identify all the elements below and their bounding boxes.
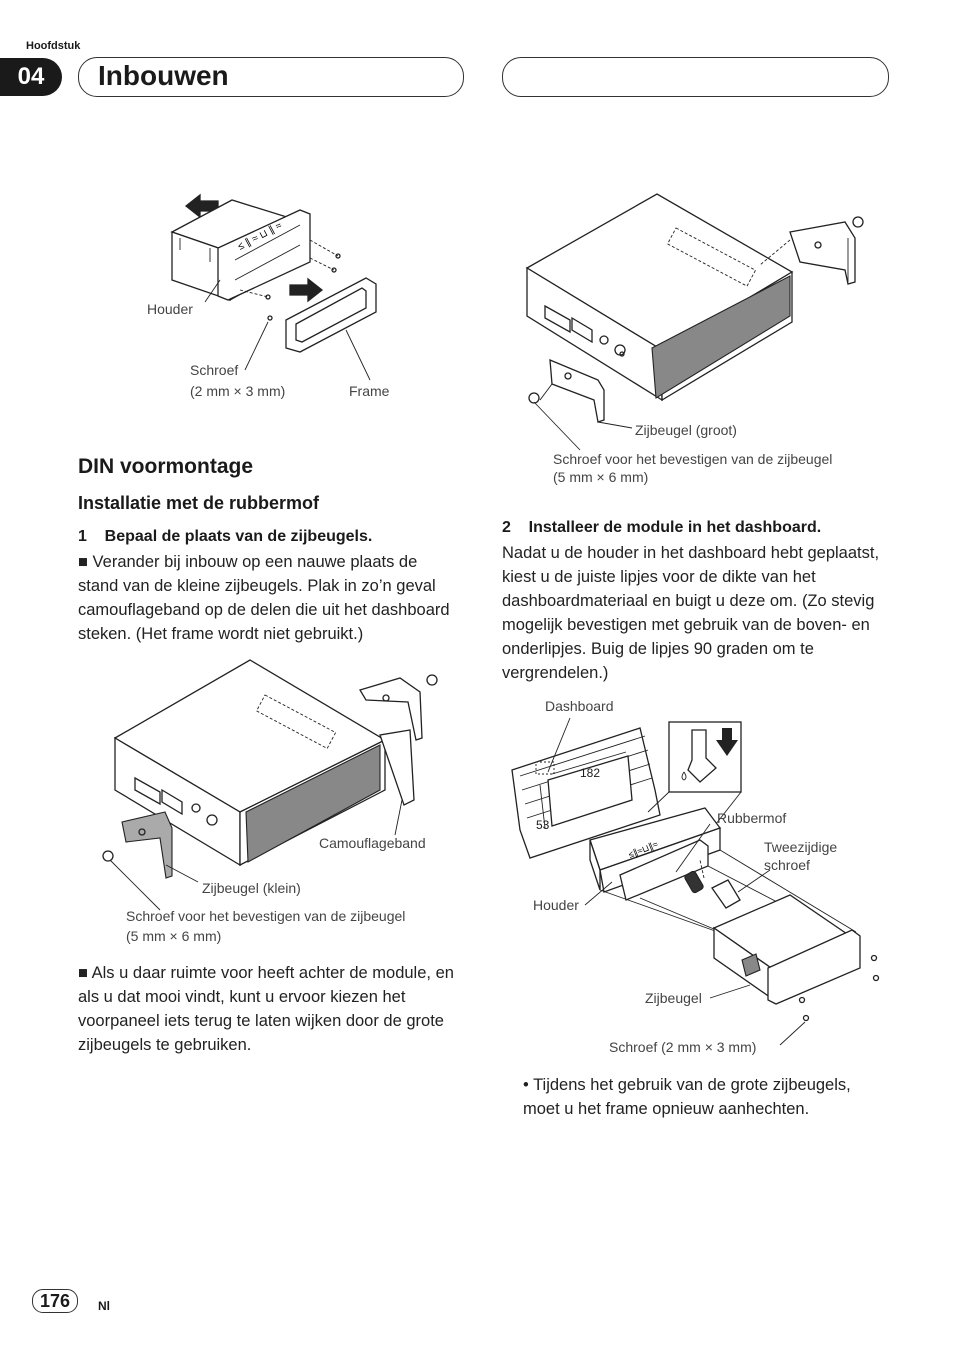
label-dim-53: 53 bbox=[536, 818, 550, 832]
label-houder: Houder bbox=[147, 301, 193, 317]
label-schroef-size: (2 mm × 3 mm) bbox=[190, 383, 286, 399]
note-large-brackets: ■ Als u daar ruimte voor heeft achter de… bbox=[78, 964, 454, 1054]
label-schroef-zijbeugel-1: Schroef voor het bevestigen van de zijbe… bbox=[553, 451, 833, 467]
label-tweezijdige-1: Tweezijdige bbox=[764, 839, 838, 855]
figure-large-bracket bbox=[525, 193, 864, 451]
figure-small-bracket bbox=[102, 659, 438, 911]
step-1-heading: 1 Bepaal de plaats van de zijbeugels. bbox=[78, 528, 373, 545]
label-schroef-klein-2: (5 mm × 6 mm) bbox=[126, 928, 222, 944]
label-rubbermof: Rubbermof bbox=[717, 810, 787, 826]
step-2-text: Nadat u de houder in het dashboard hebt … bbox=[502, 544, 880, 682]
figure-holder-frame: ≤ ∥ ≈ ⊔ ∥ ≈ bbox=[170, 193, 377, 381]
label-dashboard: Dashboard bbox=[545, 698, 614, 714]
chapter-label: Hoofdstuk bbox=[26, 40, 81, 52]
label-zijbeugel-groot: Zijbeugel (groot) bbox=[635, 422, 737, 438]
label-schroef: Schroef bbox=[190, 362, 239, 378]
label-tweezijdige-2: schroef bbox=[764, 857, 810, 873]
subsection-title: Installatie met de rubbermof bbox=[78, 493, 320, 513]
chapter-number-badge: 04 bbox=[0, 58, 62, 96]
label-dim-182: 182 bbox=[580, 766, 601, 780]
page-number: 176 bbox=[32, 1289, 78, 1313]
label-schroef-2x3: Schroef (2 mm × 3 mm) bbox=[609, 1039, 757, 1055]
label-zijbeugel-klein: Zijbeugel (klein) bbox=[202, 880, 301, 896]
label-houder-2: Houder bbox=[533, 897, 579, 913]
language-code: Nl bbox=[98, 1299, 110, 1313]
page-title: Inbouwen bbox=[98, 60, 229, 91]
section-title: DIN voormontage bbox=[78, 455, 254, 478]
label-schroef-zijbeugel-2: (5 mm × 6 mm) bbox=[553, 469, 649, 485]
step-1-note: ■ Verander bij inbouw op een nauwe plaat… bbox=[78, 553, 450, 643]
header-right-frame bbox=[502, 57, 889, 97]
bullet-frame-note: • Tijdens het gebruik van de grote zijbe… bbox=[523, 1076, 851, 1118]
label-frame: Frame bbox=[349, 383, 390, 399]
label-camouflageband: Camouflageband bbox=[319, 835, 426, 851]
label-schroef-klein-1: Schroef voor het bevestigen van de zijbe… bbox=[126, 908, 406, 924]
figure-dashboard-install: ≤∥≈⊔∥≈ bbox=[511, 717, 880, 1046]
label-zijbeugel: Zijbeugel bbox=[645, 990, 702, 1006]
step-2-heading: 2 Installeer de module in het dashboard. bbox=[502, 519, 822, 536]
title-frame bbox=[78, 57, 464, 97]
